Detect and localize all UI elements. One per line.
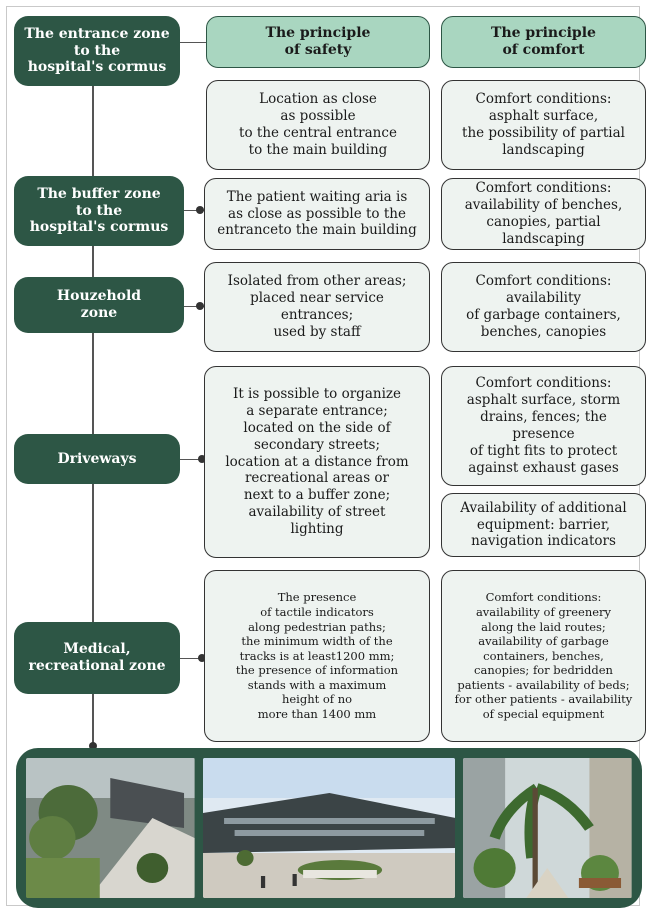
- zone-entrance: The entrance zone to the hospital's corm…: [14, 16, 180, 86]
- connector-dot: [196, 206, 204, 214]
- household-safety-box: Isolated from other areas; placed near s…: [204, 262, 430, 352]
- medical-safety-box: The presence of tactile indicators along…: [204, 570, 430, 742]
- main-connector-line: [92, 60, 94, 748]
- driveways-safety-box: It is possible to organize a separate en…: [204, 366, 430, 558]
- connector: [184, 210, 204, 211]
- zone-medical-recreational: Medical, recreational zone: [14, 622, 180, 694]
- photo-strip: [16, 748, 642, 908]
- hospital-courtyard-photo: [202, 758, 456, 898]
- connector-dot: [89, 742, 97, 750]
- zone-driveways: Driveways: [14, 434, 180, 484]
- zone-household: Houzehold zone: [14, 277, 184, 333]
- entrance-comfort-box: Comfort conditions: asphalt surface, the…: [441, 80, 646, 170]
- safety-principle-header: The principle of safety: [206, 16, 430, 68]
- driveways-equipment-box: Availability of additional equipment: ba…: [441, 493, 646, 557]
- connector: [180, 42, 206, 43]
- zone-buffer: The buffer zone to the hospital's cormus: [14, 176, 184, 246]
- driveways-comfort-box: Comfort conditions: asphalt surface, sto…: [441, 366, 646, 486]
- connector: [184, 306, 204, 307]
- comfort-principle-header: The principle of comfort: [441, 16, 646, 68]
- rooftop-garden-photo: [26, 758, 195, 898]
- connector-dot: [198, 455, 206, 463]
- connector: [180, 658, 204, 659]
- buffer-safety-box: The patient waiting aria is as close as …: [204, 178, 430, 250]
- buffer-comfort-box: Comfort conditions: availability of benc…: [441, 178, 646, 250]
- household-comfort-box: Comfort conditions: availability of garb…: [441, 262, 646, 352]
- connector: [180, 459, 204, 460]
- medical-comfort-box: Comfort conditions: availability of gree…: [441, 570, 646, 742]
- entrance-safety-box: Location as close as possible to the cen…: [206, 80, 430, 170]
- tropical-garden-photo: [463, 758, 633, 898]
- connector-dot: [196, 302, 204, 310]
- connector-dot: [198, 654, 206, 662]
